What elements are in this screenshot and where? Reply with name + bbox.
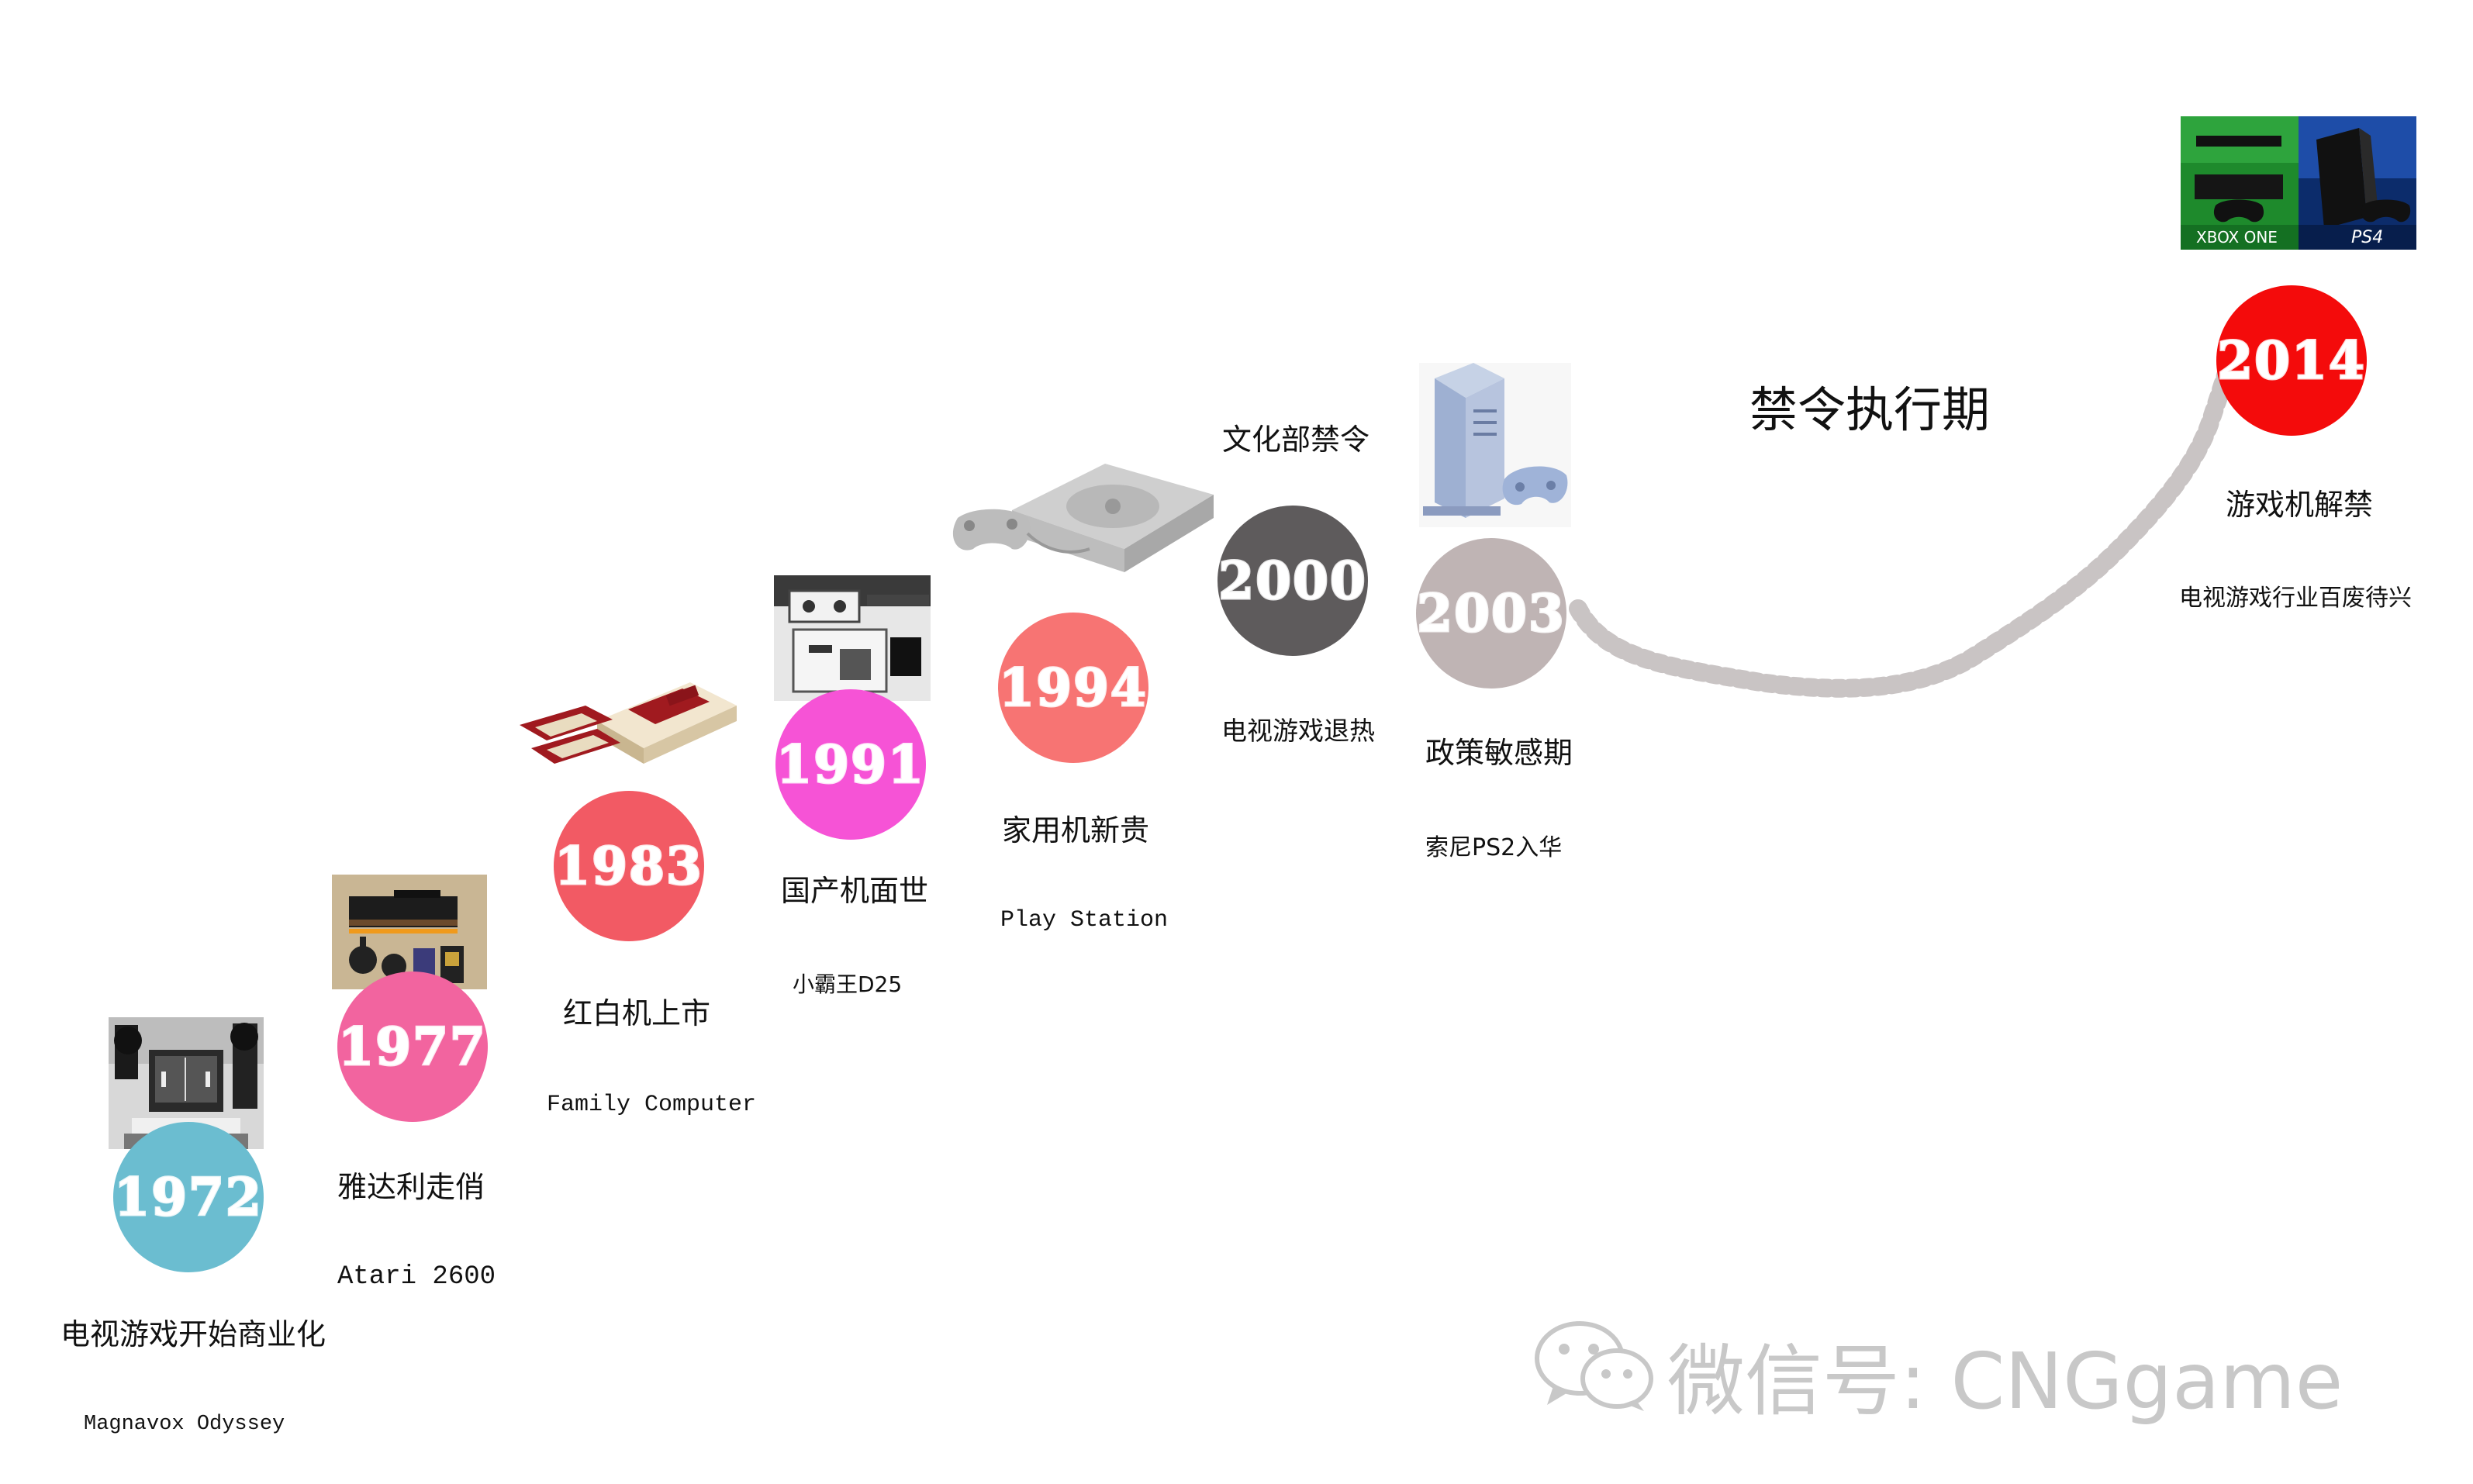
wechat-watermark: 微信号: CNGgame [1667,1318,2343,1431]
ps2-photo [1419,363,1571,527]
year-label-1977: 1977 [338,1016,487,1077]
wechat-icon [1532,1318,1656,1411]
playstation-photo [934,464,1214,588]
milestone-title-1977: 雅达利走俏 [337,1163,485,1206]
year-circle-1994: 1994 [998,613,1148,763]
year-circle-2003: 2003 [1416,538,1566,689]
year-label-2000: 2000 [1218,550,1367,611]
milestone-title-1983: 红白机上市 [563,989,710,1032]
year-circle-1991: 1991 [775,689,926,840]
year-label-1994: 1994 [999,657,1148,718]
xbox-one-ps4-photo: XBOX ONE PS4 [2181,116,2416,250]
subor-d25-photo [774,575,931,701]
milestone-subtitle-1977: Atari 2600 [337,1262,496,1292]
milestone-subtitle-1983: Family Computer [547,1092,756,1118]
milestone-title-1991: 国产机面世 [781,867,928,909]
milestone-title-2014: 游戏机解禁 [2226,481,2373,523]
milestone-subtitle-2003: 索尼PS2入华 [1425,828,1562,862]
ban-period-label: 禁令执行期 [1749,371,1990,440]
year-label-2014: 2014 [2217,330,2366,391]
year-circle-1977: 1977 [337,972,488,1122]
year-label-2003: 2003 [1417,583,1566,644]
famicom-photo [512,659,744,783]
milestone-subtitle-2014: 电视游戏行业百废待兴 [2179,578,2412,613]
year-circle-1972: 1972 [113,1122,264,1272]
milestone-subtitle-1972: Magnavox Odyssey [84,1413,285,1436]
milestone-title-2000: 电视游戏退热 [1221,710,1375,747]
milestone-title-1994: 家用机新贵 [1002,806,1149,849]
year-circle-1983: 1983 [554,791,704,941]
milestone-note-2000: 文化部禁令 [1222,416,1369,458]
milestone-title-2003: 政策敏感期 [1425,729,1573,771]
svg-text:PS4: PS4 [2351,228,2383,247]
year-circle-2014: 2014 [2216,285,2367,436]
year-label-1991: 1991 [776,734,925,795]
year-label-1972: 1972 [114,1167,263,1227]
year-circle-2000: 2000 [1218,506,1368,656]
svg-text:XBOX ONE: XBOX ONE [2196,228,2278,247]
milestone-subtitle-1994: Play Station [1000,907,1168,934]
milestone-subtitle-1991: 小霸王D25 [793,968,902,999]
milestone-title-1972: 电视游戏开始商业化 [60,1310,326,1353]
year-label-1983: 1983 [554,836,703,896]
